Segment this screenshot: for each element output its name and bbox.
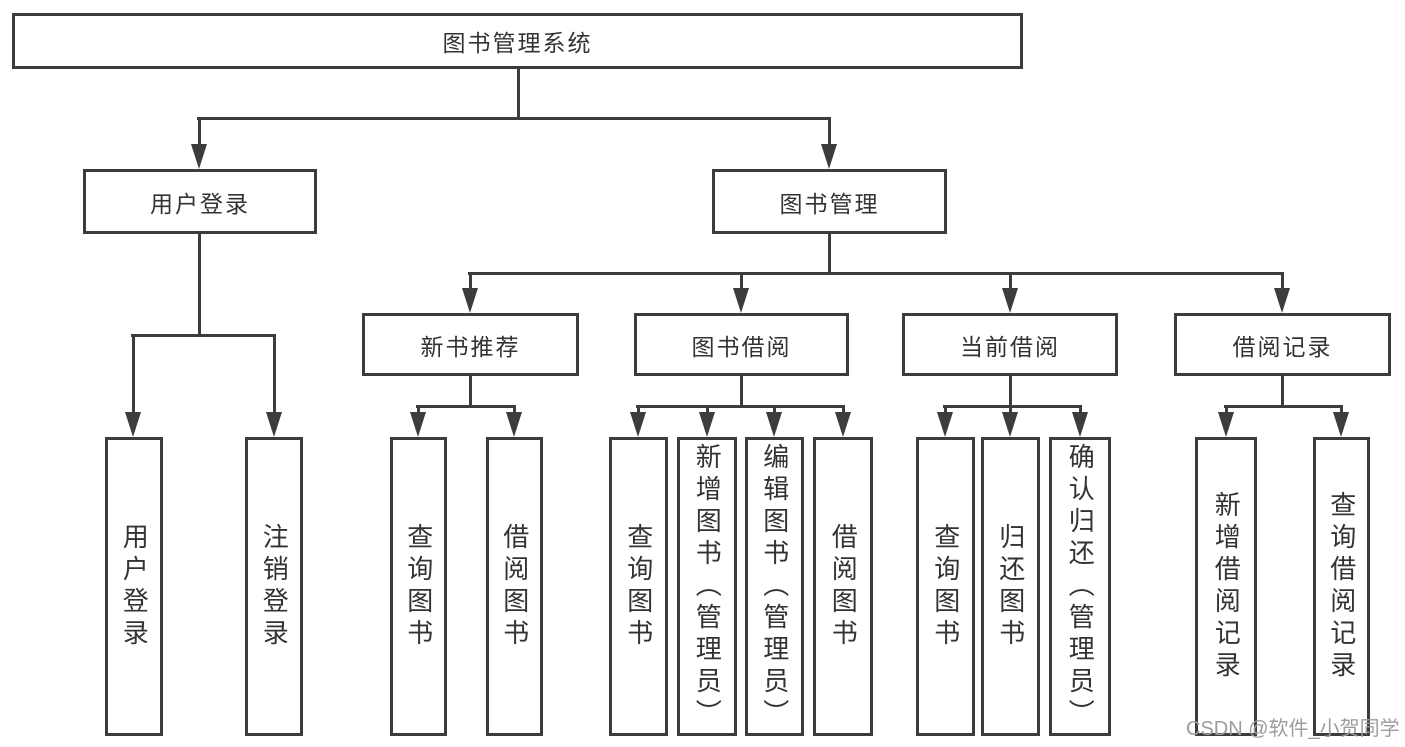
node-label: 查询图书	[403, 522, 434, 651]
node-leaf-query-books-borrowing: 查询图书	[609, 437, 668, 736]
arrow-down-icon	[835, 412, 851, 437]
arrow-down-icon	[1218, 412, 1234, 437]
connector-line	[1280, 273, 1284, 291]
node-label: 用户登录	[119, 522, 150, 651]
connector-line	[131, 335, 135, 415]
arrow-down-icon	[506, 412, 522, 437]
node-label: 注销登录	[259, 522, 290, 651]
arrow-down-icon	[125, 412, 141, 437]
connector-line	[636, 406, 640, 416]
node-leaf-edit-books-admin: 编辑图书（管理员）	[745, 437, 804, 736]
connector-line	[1224, 406, 1228, 416]
arrow-down-icon	[699, 412, 715, 437]
node-label: 图书借阅	[691, 333, 792, 360]
connector-line	[841, 406, 845, 416]
connector-line	[1008, 406, 1012, 416]
node-book-borrowing: 图书借阅	[634, 313, 849, 376]
arrow-down-icon	[462, 288, 478, 313]
node-leaf-query-borrow-record: 查询借阅记录	[1313, 437, 1370, 736]
connector-line	[827, 234, 831, 275]
node-label: 图书管理	[779, 190, 880, 217]
node-label: 归还图书	[995, 522, 1026, 651]
node-label: 新增借阅记录	[1211, 490, 1242, 683]
arrow-down-icon	[937, 412, 953, 437]
node-new-book-recommend: 新书推荐	[362, 313, 579, 376]
arrow-down-icon	[733, 288, 749, 313]
connector-line	[272, 335, 276, 415]
node-leaf-return-books: 归还图书	[981, 437, 1040, 736]
connector-line	[739, 273, 743, 291]
node-leaf-borrow-books-recommend: 借阅图书	[486, 437, 543, 736]
node-label: 确认归还（管理员）	[1065, 442, 1096, 731]
node-leaf-logout: 注销登录	[245, 437, 303, 736]
node-label: 借阅记录	[1232, 333, 1333, 360]
node-label: 用户登录	[150, 190, 250, 217]
connector-line	[636, 405, 845, 408]
node-leaf-confirm-return-admin: 确认归还（管理员）	[1049, 437, 1111, 736]
connector-line	[739, 374, 743, 407]
node-label: 编辑图书（管理员）	[759, 442, 790, 731]
connector-line	[197, 117, 831, 120]
arrow-down-icon	[1333, 412, 1349, 437]
connector-line	[197, 234, 201, 337]
node-label: 查询图书	[623, 522, 654, 651]
node-leaf-add-books-admin: 新增图书（管理员）	[677, 437, 737, 736]
connector-line	[1008, 374, 1012, 407]
node-label: 借阅图书	[499, 522, 530, 651]
arrow-down-icon	[821, 144, 837, 169]
arrow-down-icon	[630, 412, 646, 437]
arrow-down-icon	[1072, 412, 1088, 437]
connector-line	[131, 334, 276, 337]
arrow-down-icon	[191, 144, 207, 169]
node-borrow-records: 借阅记录	[1174, 313, 1391, 376]
node-library-management-system: 图书管理系统	[12, 13, 1023, 69]
node-leaf-query-books-current: 查询图书	[916, 437, 975, 736]
node-user-login: 用户登录	[83, 169, 317, 234]
node-label: 借阅图书	[828, 522, 859, 651]
csdn-watermark: CSDN @软件_小贺同学	[1186, 718, 1400, 740]
connector-line	[705, 406, 709, 416]
connector-line	[943, 406, 947, 416]
connector-line	[1224, 405, 1343, 408]
arrow-down-icon	[1002, 412, 1018, 437]
arrow-down-icon	[410, 412, 426, 437]
node-leaf-borrow-books-borrowing: 借阅图书	[813, 437, 873, 736]
connector-line	[1078, 406, 1082, 416]
connector-line	[468, 273, 472, 291]
node-label: 当前借阅	[960, 333, 1060, 360]
connector-line	[943, 405, 1082, 408]
connector-line	[827, 118, 831, 148]
connector-line	[416, 405, 516, 408]
connector-line	[416, 406, 420, 416]
connector-line	[1280, 374, 1284, 407]
node-book-management: 图书管理	[712, 169, 947, 234]
connector-line	[512, 406, 516, 416]
node-leaf-query-books-recommend: 查询图书	[390, 437, 447, 736]
connector-line	[1008, 273, 1012, 291]
connector-line	[772, 406, 776, 416]
node-current-borrowing: 当前借阅	[902, 313, 1118, 376]
connector-line	[468, 374, 472, 407]
node-label: 图书管理系统	[442, 30, 593, 56]
arrow-down-icon	[266, 412, 282, 437]
arrow-down-icon	[766, 412, 782, 437]
connector-line	[1339, 406, 1343, 416]
node-label: 查询图书	[930, 522, 961, 651]
node-leaf-user-login: 用户登录	[105, 437, 163, 736]
connector-line	[197, 118, 201, 148]
node-label: 查询借阅记录	[1326, 490, 1357, 683]
connector-line	[468, 272, 1284, 275]
arrow-down-icon	[1002, 288, 1018, 313]
connector-line	[516, 69, 520, 120]
node-leaf-add-borrow-record: 新增借阅记录	[1195, 437, 1257, 736]
node-label: 新增图书（管理员）	[692, 442, 723, 731]
arrow-down-icon	[1274, 288, 1290, 313]
node-label: 新书推荐	[420, 333, 521, 360]
